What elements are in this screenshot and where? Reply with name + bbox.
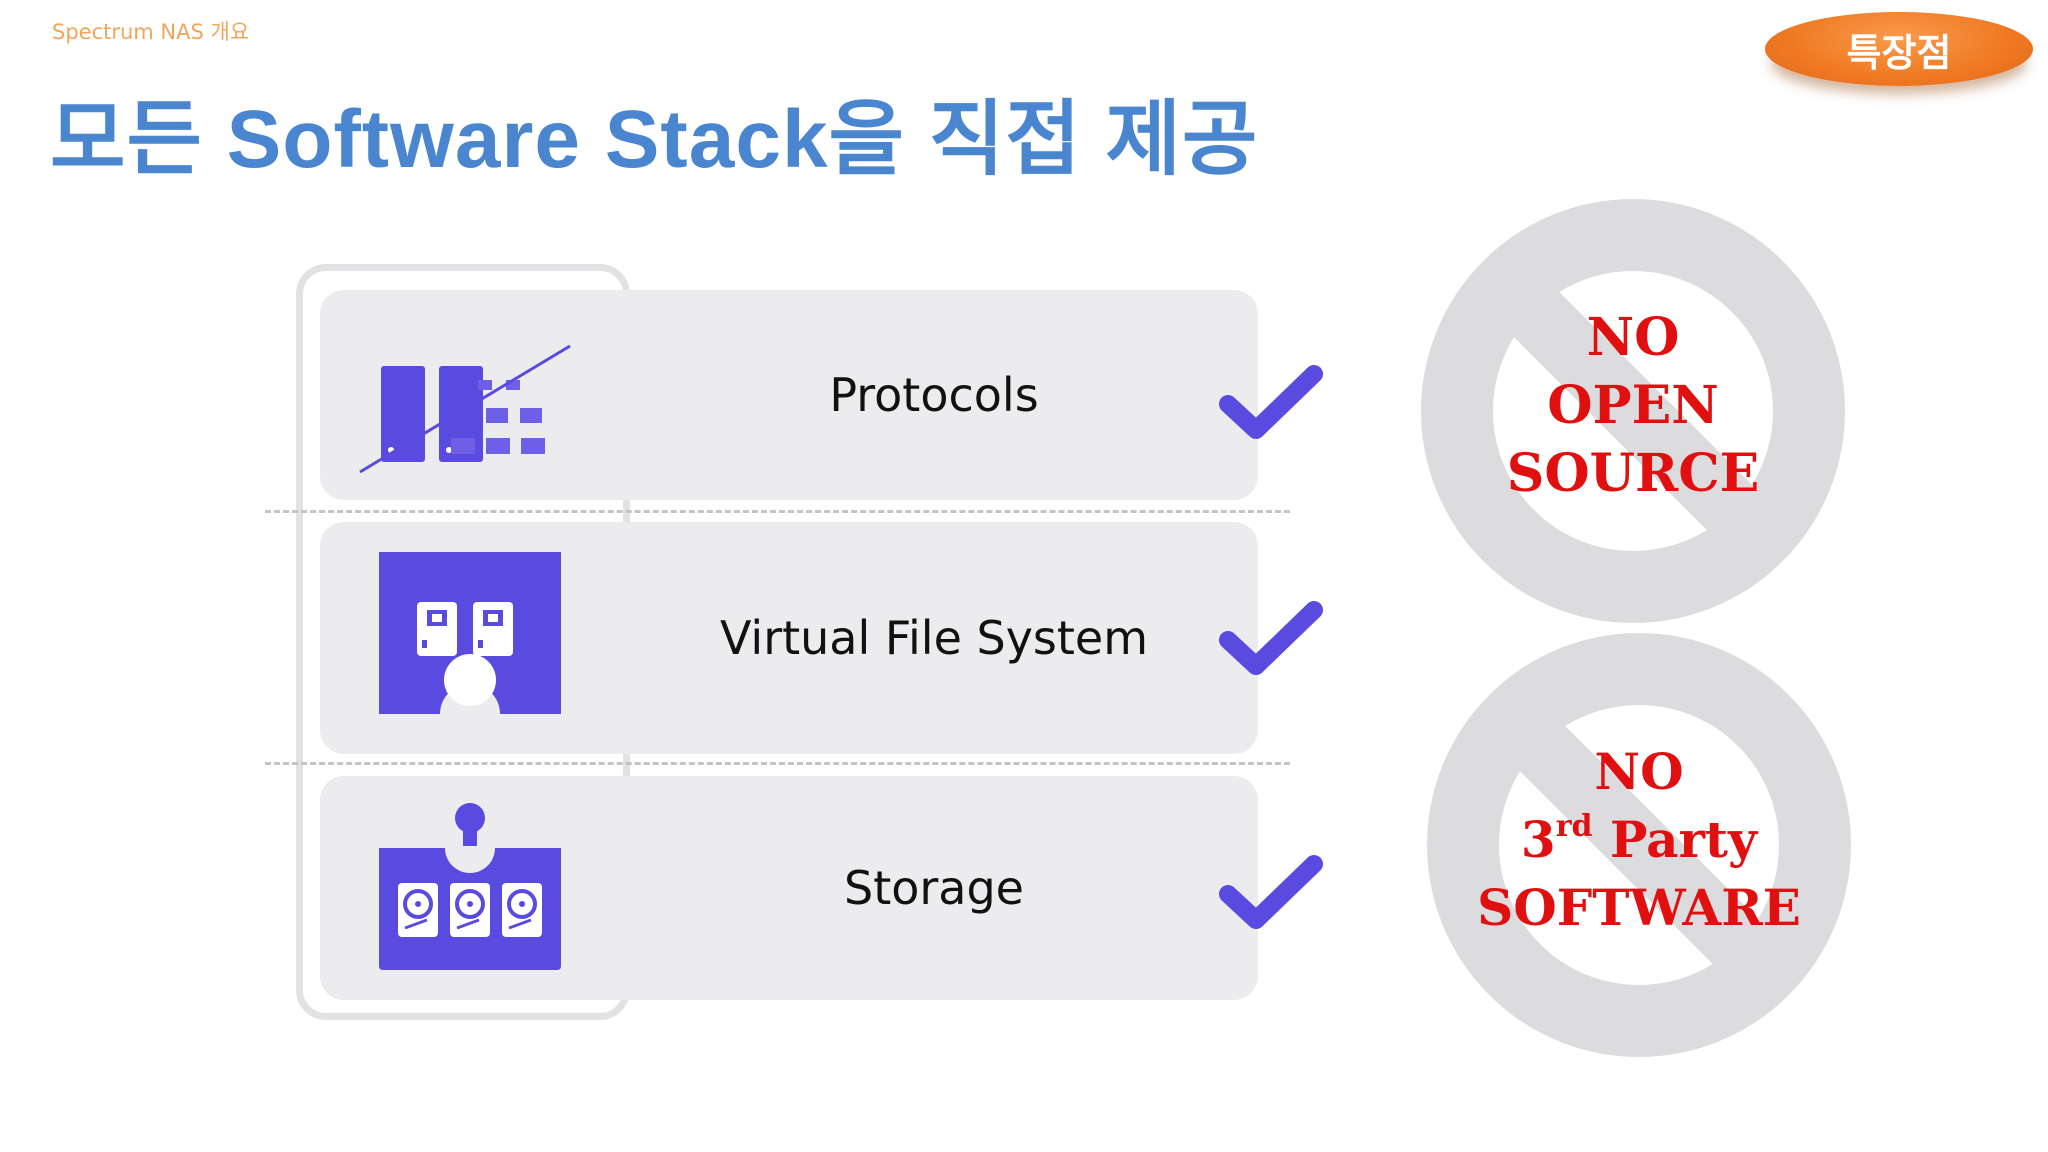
prohibition-icon (1421, 199, 1845, 623)
storage-drives-icon (320, 776, 620, 1000)
checkmark-icon (1219, 855, 1323, 929)
breadcrumb: Spectrum NAS 개요 (52, 20, 250, 44)
no-open-source-label: NO OPEN SOURCE (1506, 307, 1760, 504)
layer-row-virtual-file-system: Virtual File System (320, 522, 1258, 754)
checkmark-icon (1219, 601, 1323, 675)
layer-divider (265, 510, 1290, 513)
layer-divider (265, 762, 1290, 765)
prohibition-icon (1427, 633, 1851, 1057)
layer-label: Storage (844, 861, 1024, 915)
layer-row-storage: Storage (320, 776, 1258, 1000)
page-title: 모든 Software Stack을 직접 제공 (50, 94, 1259, 185)
layer-row-protocols: Protocols (320, 290, 1258, 500)
checkmark-icon (1219, 365, 1323, 439)
layer-label: Protocols (829, 368, 1039, 422)
virtual-file-system-icon (320, 522, 620, 754)
no-third-party-software-label: NO 3rd Party SOFTWARE (1477, 742, 1801, 937)
protocol-devices-icon (320, 290, 620, 500)
feature-badge: 특장점 (1765, 12, 2033, 86)
layer-label: Virtual File System (719, 611, 1149, 665)
